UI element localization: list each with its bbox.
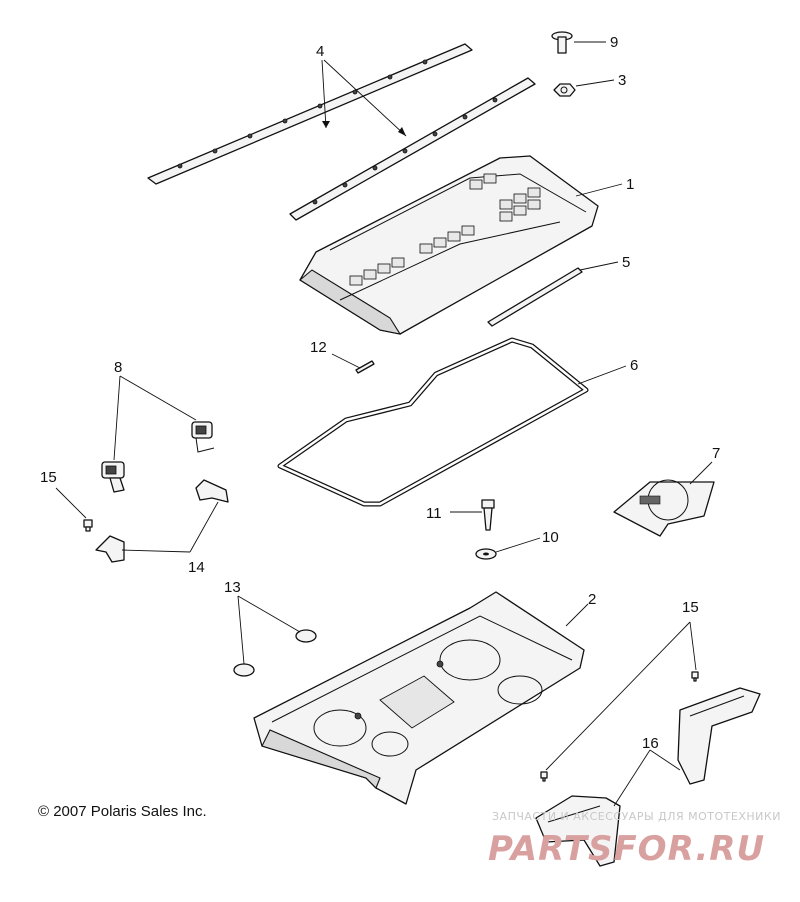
callout-1: 1 [626,176,634,193]
watermark-brand: PARTSFOR.RU [488,829,765,869]
callout-15-left: 15 [40,469,57,486]
callout-11: 11 [426,505,442,522]
callout-3: 3 [618,72,626,89]
bolt-part-11 [481,499,495,531]
plug-part-13 [233,629,317,677]
callout-5: 5 [622,254,630,271]
tray-part-2 [253,591,585,805]
callout-10: 10 [542,529,559,546]
callout-4: 4 [316,43,324,60]
seal-part-6 [277,337,589,507]
callout-6: 6 [630,357,638,374]
nut-part-3 [553,83,576,97]
bracket-part-16 [535,687,761,867]
callout-2: 2 [588,591,596,608]
lid-part-1 [299,155,599,335]
clip-part-14 [95,479,229,563]
watermark-tagline: ЗАПЧАСТИ И АКСЕССУАРЫ ДЛЯ МОТОТЕХНИКИ [492,810,781,823]
callout-8: 8 [114,359,122,376]
screw-part-15-right [540,671,699,782]
plate-part-7 [613,479,715,537]
callout-12: 12 [310,339,327,356]
latch-part-8 [101,421,215,493]
screw-part-9 [551,31,573,54]
copyright-text: © 2007 Polaris Sales Inc. [38,803,207,820]
callout-7: 7 [712,445,720,462]
washer-part-10 [475,548,497,560]
callout-14: 14 [188,559,205,576]
callout-13: 13 [224,579,241,596]
callout-15-right: 15 [682,599,699,616]
screw-part-15-left [83,519,93,532]
callout-16: 16 [642,735,659,752]
rod-part-5 [487,267,583,327]
strip-part-4 [147,43,536,221]
pin-part-12 [355,360,375,374]
callout-9: 9 [610,34,618,51]
